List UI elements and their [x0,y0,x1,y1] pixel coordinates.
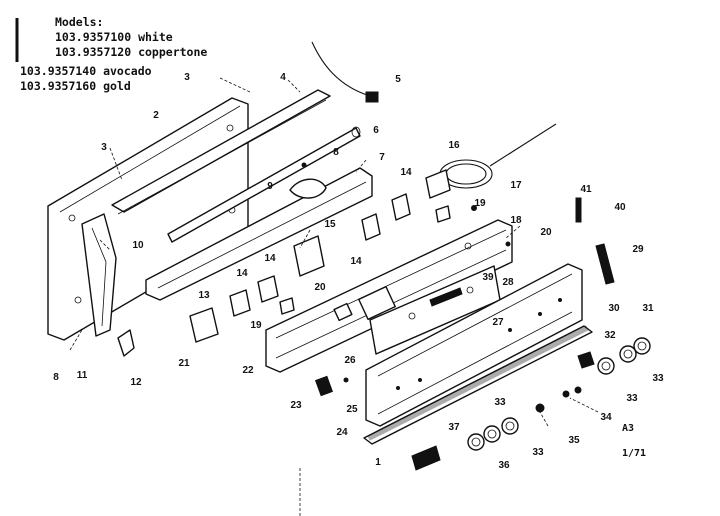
ref-code: A3 [622,423,634,434]
callout-14c: 14 [236,268,248,279]
callout-8b: 8 [53,372,59,383]
back-panel [47,97,249,341]
callout-19a: 19 [474,198,486,209]
callout-7: 7 [379,152,385,163]
knob-group [467,337,651,451]
screw-17 [471,205,477,211]
callout-28: 28 [502,277,514,288]
front-panel [365,263,583,427]
callout-23: 23 [290,400,302,411]
callout-35: 35 [568,435,580,446]
switch-group [189,193,451,343]
callout-8: 8 [333,147,339,158]
model-line-2: 103.9357120 coppertone [55,45,207,59]
wire-lead [311,41,379,103]
callout-5: 5 [395,74,401,85]
callout-39: 39 [482,272,494,283]
callout-16: 16 [448,140,460,151]
callout-33b: 33 [626,393,638,404]
leader-lines [69,77,599,516]
callout-12: 12 [130,377,142,388]
trim-strip [363,325,593,445]
callout-14d: 14 [264,253,276,264]
callout-31: 31 [642,303,654,314]
callout-3b: 3 [101,142,107,153]
ref-date: 1/71 [622,448,646,459]
callout-18: 18 [510,215,522,226]
callouts: 1 2 3 3 4 5 6 7 8 8 9 10 11 12 13 14 14 … [53,72,664,471]
callout-40: 40 [614,202,626,213]
callout-1: 1 [375,457,381,468]
top-rail [111,89,331,215]
callout-2: 2 [153,110,159,121]
callout-20b: 20 [314,282,326,293]
callout-37: 37 [448,422,460,433]
inner-bracket [145,162,373,301]
callout-13: 13 [198,290,210,301]
model-line-3: 103.9357140 avocado [20,64,152,78]
callout-41: 41 [580,184,592,195]
callout-9: 9 [267,181,273,192]
callout-10: 10 [132,240,144,251]
pin-41 [575,197,582,223]
screw-20 [505,241,511,247]
screw-25 [343,377,349,383]
terminal-block [411,445,441,471]
callout-24: 24 [336,427,348,438]
trim-29 [595,243,615,285]
callout-4: 4 [280,72,286,83]
light-tube [167,126,361,243]
timer-coil [425,123,557,199]
callout-22: 22 [242,365,254,376]
callout-19b: 19 [250,320,262,331]
model-line-4: 103.9357160 gold [20,79,131,93]
callout-34: 34 [600,412,612,423]
lower-clip [117,329,135,357]
callout-17: 17 [510,180,522,191]
small-bracket [314,375,334,397]
side-bracket [81,213,117,337]
callout-30: 30 [608,303,620,314]
callout-33d: 33 [532,447,544,458]
callout-33c: 33 [494,397,506,408]
callout-14a: 14 [400,167,412,178]
model-line-1: 103.9357100 white [55,30,173,44]
callout-14b: 14 [350,256,362,267]
callout-6: 6 [373,125,379,136]
callout-15: 15 [324,219,336,230]
control-panel-frame [265,219,513,373]
callout-20a: 20 [540,227,552,238]
callout-27: 27 [492,317,504,328]
models-header: Models: [55,15,103,29]
callout-36: 36 [498,460,510,471]
callout-32: 32 [604,330,616,341]
callout-26: 26 [344,355,356,366]
callout-33a: 33 [652,373,664,384]
callout-25: 25 [346,404,358,415]
callout-29: 29 [632,244,644,255]
callout-3: 3 [184,72,190,83]
callout-21: 21 [178,358,190,369]
models-block: Models: 103.9357100 white 103.9357120 co… [15,15,207,93]
callout-11: 11 [77,370,88,381]
